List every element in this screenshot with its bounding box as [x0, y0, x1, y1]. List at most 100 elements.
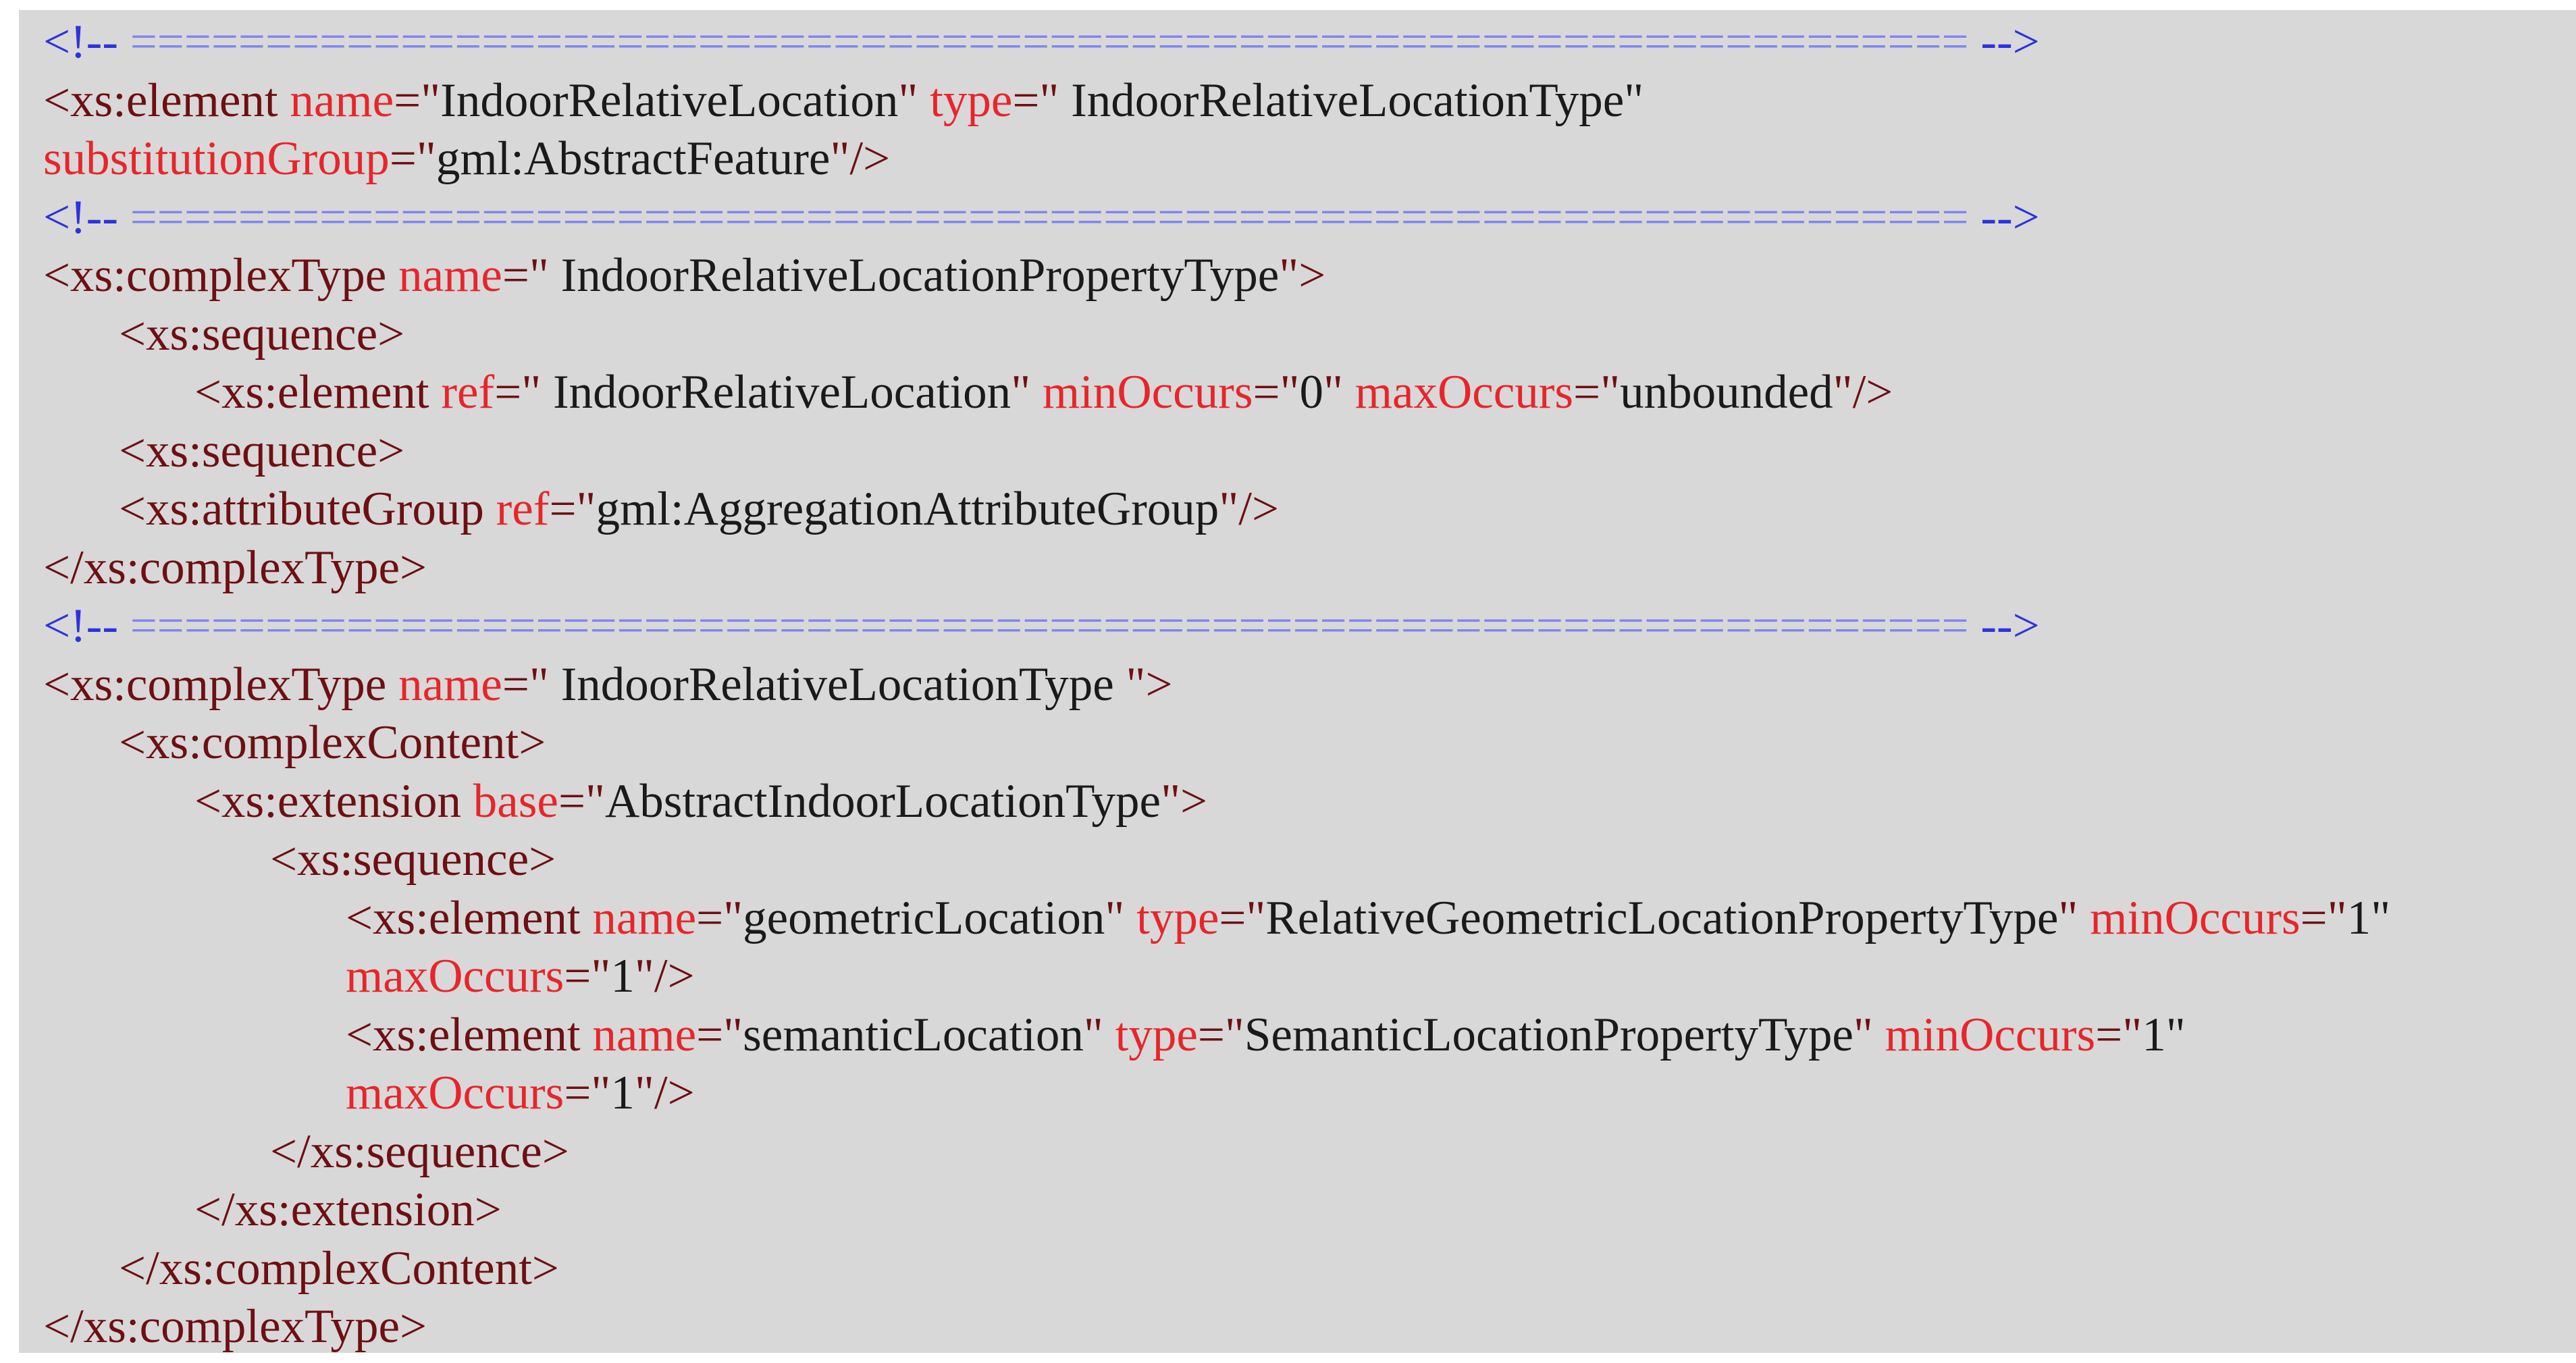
- tag-token: =": [549, 483, 596, 535]
- code-line: </xs:extension>: [194, 1181, 502, 1239]
- attribute-name: ref: [441, 366, 495, 419]
- comment-rule: ========================================…: [117, 190, 1981, 244]
- tag-token: <xs:element: [346, 891, 593, 944]
- comment-rule: ========================================…: [117, 16, 1981, 68]
- code-line: <xs:element ref=" IndoorRelativeLocation…: [194, 363, 1893, 422]
- code-line: </xs:complexContent>: [119, 1239, 559, 1298]
- attribute-value: SemanticLocationPropertyType: [1244, 1008, 1854, 1061]
- attribute-value: IndoorRelativeLocation: [440, 74, 899, 127]
- code-line: <xs:element name="geometricLocation" typ…: [346, 889, 2390, 948]
- attribute-value: gml:AbstractFeature: [436, 132, 831, 185]
- tag-token: ": [898, 74, 930, 127]
- code-line: <xs:extension base="AbstractIndoorLocati…: [194, 772, 1207, 831]
- attribute-value: IndoorRelativeLocationType": [1059, 74, 1644, 127]
- code-line: <!-- ===================================…: [43, 597, 2040, 656]
- code-line: <!-- ===================================…: [43, 188, 2040, 247]
- tag-token: =": [394, 74, 441, 127]
- tag-token: =": [389, 132, 436, 185]
- tag-token: ": [1323, 366, 1355, 419]
- attribute-value: 1: [610, 1067, 635, 1119]
- attribute-name: name: [398, 658, 502, 711]
- attribute-name: name: [592, 891, 697, 944]
- attribute-value: 0: [1299, 366, 1323, 419]
- tag-token: ": [2058, 891, 2091, 944]
- code-line: <!-- ===================================…: [43, 13, 2040, 72]
- code-line: <xs:sequence>: [270, 830, 556, 889]
- attribute-name: maxOccurs: [1355, 366, 1574, 419]
- tag-token: </xs:complexType>: [43, 541, 427, 594]
- attribute-value: 1: [610, 950, 635, 1003]
- attribute-name: type: [1136, 891, 1219, 944]
- attribute-name: ref: [496, 483, 550, 535]
- attribute-name: name: [398, 249, 502, 302]
- tag-token: ": [1853, 1008, 1885, 1061]
- tag-token: =": [502, 658, 549, 711]
- tag-token: ": [1011, 366, 1043, 419]
- attribute-value: AbstractIndoorLocationType: [604, 774, 1161, 828]
- code-line: maxOccurs="1"/>: [346, 947, 695, 1006]
- attribute-name: maxOccurs: [346, 950, 564, 1003]
- attribute-value: 1": [2346, 891, 2391, 944]
- tag-token: </xs:complexType>: [43, 1300, 427, 1353]
- tag-token: <xs:element: [346, 1008, 593, 1061]
- attribute-name: minOccurs: [1885, 1008, 2096, 1061]
- code-line: </xs:complexType>: [43, 1298, 427, 1356]
- tag-token: ">: [1126, 658, 1173, 711]
- tag-token: <xs:sequence>: [270, 833, 556, 886]
- code-line: </xs:sequence>: [270, 1123, 569, 1181]
- attribute-name: substitutionGroup: [43, 132, 390, 185]
- code-line: <xs:complexType name=" IndoorRelativeLoc…: [43, 246, 1325, 305]
- tag-token: =": [1573, 366, 1621, 419]
- tag-token: "/>: [1219, 483, 1280, 535]
- tag-token: <xs:element: [194, 366, 442, 419]
- tag-token: </xs:complexContent>: [119, 1241, 559, 1295]
- tag-token: =": [696, 891, 743, 944]
- tag-token: <xs:attributeGroup: [119, 483, 496, 535]
- code-line: maxOccurs="1"/>: [346, 1064, 695, 1123]
- attribute-value: semanticLocation: [743, 1008, 1084, 1061]
- tag-token: ": [1105, 891, 1137, 944]
- tag-token: <xs:extension: [194, 774, 473, 828]
- tag-token: "/>: [830, 132, 891, 185]
- tag-token: =": [494, 366, 542, 419]
- code-line: <xs:complexContent>: [119, 714, 546, 772]
- comment-delimiter: -->: [1980, 16, 2040, 68]
- tag-token: "/>: [634, 950, 695, 1003]
- tag-token: <xs:sequence>: [119, 424, 405, 477]
- tag-token: </xs:extension>: [194, 1183, 502, 1236]
- tag-token: <xs:complexType: [43, 658, 399, 711]
- attribute-name: name: [290, 74, 394, 127]
- attribute-value: RelativeGeometricLocationPropertyType: [1265, 891, 2059, 944]
- attribute-value: geometricLocation: [743, 891, 1105, 944]
- attribute-value: gml:AggregationAttributeGroup: [596, 483, 1219, 535]
- code-line: <xs:sequence>: [119, 422, 404, 481]
- attribute-name: minOccurs: [2090, 891, 2301, 944]
- tag-token: </xs:sequence>: [270, 1125, 569, 1178]
- tag-token: ">: [1161, 774, 1208, 828]
- tag-token: =": [2300, 891, 2347, 944]
- comment-delimiter: <!--: [43, 599, 118, 652]
- attribute-value: IndoorRelativeLocationType: [548, 658, 1126, 711]
- tag-token: ">: [1279, 249, 1326, 302]
- code-line: <xs:attributeGroup ref="gml:AggregationA…: [119, 480, 1279, 539]
- tag-token: =": [558, 774, 605, 828]
- attribute-name: type: [930, 74, 1013, 127]
- tag-token: <xs:element: [43, 74, 290, 127]
- attribute-value: unbounded: [1620, 366, 1833, 419]
- attribute-value: IndoorRelativeLocation: [541, 366, 1011, 419]
- tag-token: "/>: [1833, 366, 1893, 419]
- code-line: <xs:complexType name=" IndoorRelativeLoc…: [43, 656, 1173, 714]
- tag-token: =": [1012, 74, 1059, 127]
- tag-token: ": [1083, 1008, 1115, 1061]
- attribute-value: 1": [2142, 1008, 2186, 1061]
- tag-token: =": [1197, 1008, 1244, 1061]
- code-line: <xs:element name="IndoorRelativeLocation…: [43, 72, 1644, 130]
- tag-token: =": [1253, 366, 1300, 419]
- attribute-name: maxOccurs: [346, 1067, 564, 1119]
- tag-token: "/>: [634, 1067, 695, 1119]
- code-line: <xs:element name="semanticLocation" type…: [346, 1006, 2186, 1065]
- attribute-name: name: [592, 1008, 697, 1061]
- comment-rule: ========================================…: [117, 599, 1981, 652]
- comment-delimiter: -->: [1980, 190, 2040, 244]
- tag-token: =": [2095, 1008, 2143, 1061]
